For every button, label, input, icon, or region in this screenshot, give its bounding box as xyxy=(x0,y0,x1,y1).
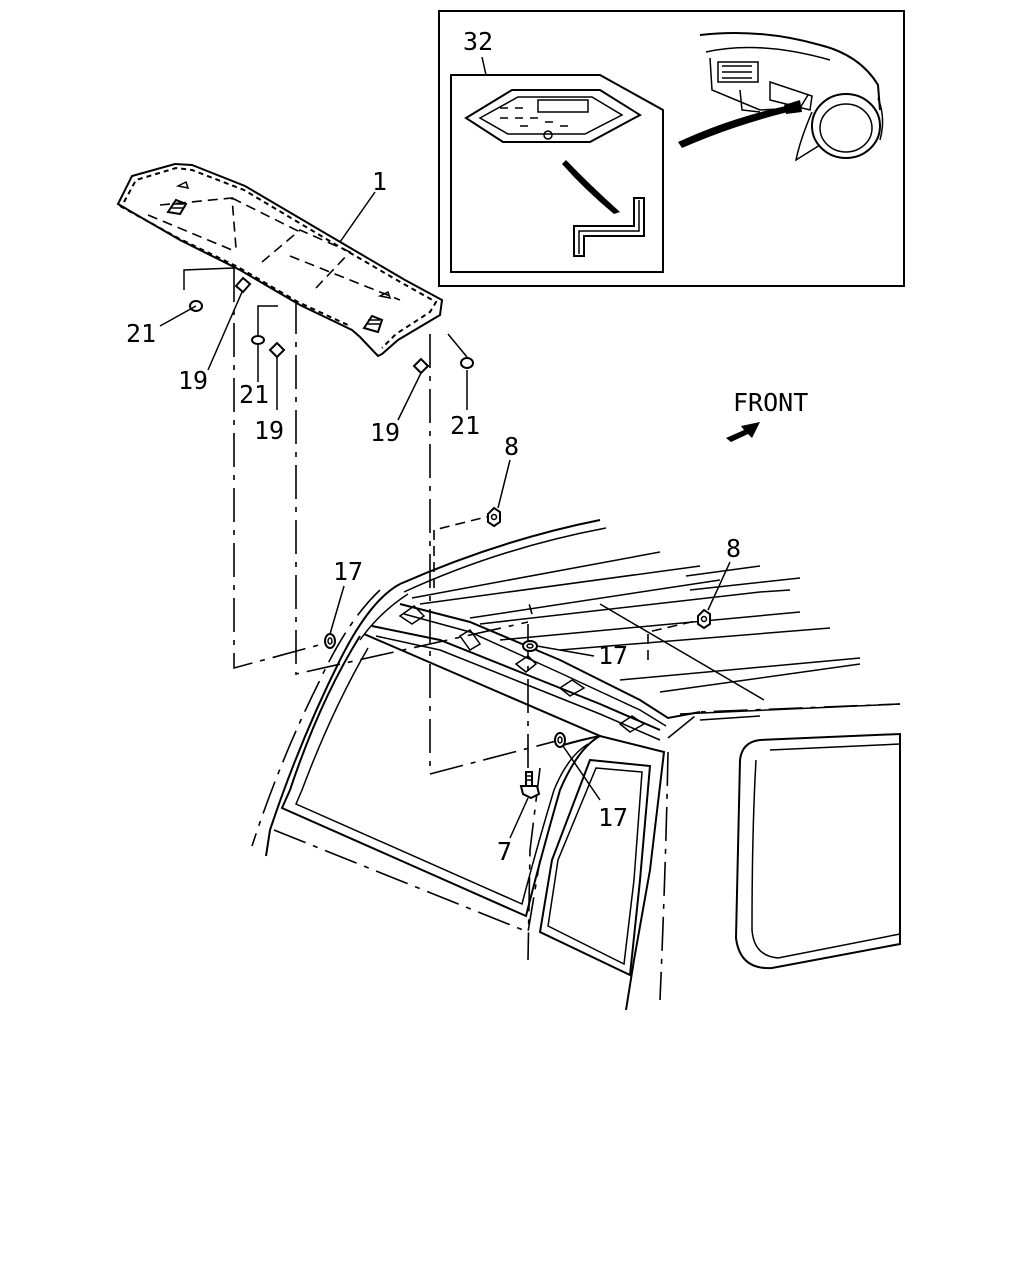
headliner-clip-right xyxy=(362,314,384,334)
headliner-panel: 1 xyxy=(116,162,444,358)
callout-19-left: 19 xyxy=(178,366,208,395)
clip-17-center xyxy=(522,640,538,652)
side-window xyxy=(734,732,901,970)
bolt-7 xyxy=(519,771,541,800)
clip-19-left xyxy=(234,276,252,294)
clip-17-lower xyxy=(554,732,566,748)
grommet-21-right xyxy=(460,357,474,369)
hex-key-icon xyxy=(573,197,645,257)
inset-label: 32 xyxy=(463,27,493,56)
front-direction-indicator: FRONT xyxy=(726,388,808,442)
clip-19-right xyxy=(412,357,430,375)
callout-8-top: 8 xyxy=(504,432,519,461)
front-arrow-icon xyxy=(726,422,760,442)
assembly-lines xyxy=(233,268,701,780)
callout-8-right: 8 xyxy=(726,534,741,563)
inset-inner-box xyxy=(450,74,664,273)
inset-panel: 32 xyxy=(438,10,905,287)
clip-17-left xyxy=(324,633,336,649)
callout-7: 7 xyxy=(497,837,512,866)
callout-1: 1 xyxy=(372,167,387,196)
callout-21-mid: 21 xyxy=(239,380,269,409)
callout-21-left: 21 xyxy=(126,319,156,348)
vehicle-body xyxy=(251,519,901,1011)
front-label: FRONT xyxy=(733,388,808,417)
callout-17-center: 17 xyxy=(598,641,628,670)
clip-19-mid xyxy=(268,341,286,359)
inset-frame xyxy=(438,10,905,287)
callout-21-right: 21 xyxy=(450,411,480,440)
callout-17-lower: 17 xyxy=(598,803,628,832)
label-sheet xyxy=(464,89,642,143)
nut-8-right xyxy=(697,608,711,630)
vehicle-dash-sketch xyxy=(699,32,884,162)
callout-19-mid: 19 xyxy=(254,416,284,445)
callout-19-right: 19 xyxy=(370,418,400,447)
headliner-clip-left xyxy=(166,198,188,216)
body-fasteners: 8 8 17 17 17 7 xyxy=(324,432,741,866)
callout-17-left: 17 xyxy=(333,557,363,586)
nut-8-top xyxy=(487,506,501,528)
small-fasteners: 21 19 21 19 19 21 xyxy=(126,267,480,447)
grommet-21-mid xyxy=(251,335,265,345)
